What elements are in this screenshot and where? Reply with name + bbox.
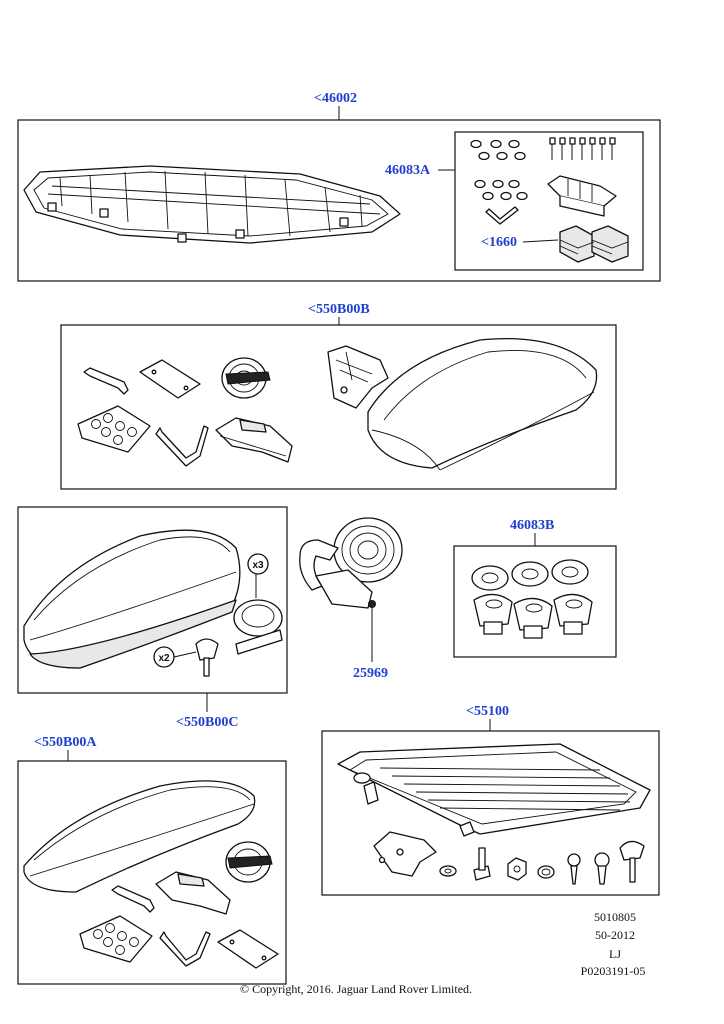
roof-box-icon [23, 529, 241, 669]
frame-roof-basket [321, 730, 660, 896]
frame-roof-rack [17, 119, 661, 282]
roof-box-icon [23, 780, 256, 893]
quick-clamp-icon [471, 559, 593, 639]
callout-roof-rack[interactable]: <46002 [314, 91, 357, 106]
reference-block: 5010805 50-2012 LJ P0203191-05 [581, 910, 646, 978]
clamp-bracket-icon [547, 175, 617, 217]
frame-rack-kit [454, 131, 644, 271]
knob-icon [619, 840, 645, 883]
roof-rack-illustration [23, 165, 401, 244]
nut-icon [507, 857, 527, 881]
screw-icon [567, 853, 581, 885]
callout-strap[interactable]: 25969 [353, 666, 388, 681]
callout-roof-basket[interactable]: <55100 [466, 704, 509, 719]
group-strap: 25969 [299, 517, 403, 681]
callout-clamp-set[interactable]: 46083B [510, 518, 554, 533]
callout-rack-kit[interactable]: 46083A [385, 163, 431, 178]
washer-icon [537, 865, 555, 879]
clamp-lever-icon [155, 871, 231, 915]
washer-icon [470, 139, 528, 201]
plate-icon [217, 929, 279, 969]
u-bolt-icon [159, 931, 211, 967]
group-roof-box-a: <550B00A [17, 735, 287, 985]
allen-key-icon [485, 206, 519, 225]
strap-roll-icon [221, 357, 271, 399]
foam-sheet-icon [79, 915, 153, 963]
screw-icon [594, 852, 610, 885]
qty-keys: x2 [158, 653, 170, 664]
rack-kit-hardware: <1660 [470, 137, 629, 263]
group-roof-rack: <46002 46083A [17, 91, 661, 282]
copyright: © Copyright, 2016. Jaguar Land Rover Lim… [240, 982, 472, 996]
mounting-bracket-icon [327, 345, 389, 409]
washer-icon [439, 865, 457, 877]
group-roof-box-b: <550B00B [60, 302, 617, 490]
group-roof-basket: <55100 [321, 704, 660, 896]
ratchet-strap-icon [299, 517, 403, 609]
ref-line-1: 5010805 [594, 910, 636, 924]
frame-roof-box-a [17, 760, 287, 985]
ref-line-3: LJ [609, 947, 621, 961]
handle-icon [111, 885, 155, 913]
strap-roll-icon [225, 841, 273, 883]
t-bolt-icon [473, 847, 491, 881]
strap-roll-icon [233, 599, 283, 655]
key-icon [195, 638, 219, 677]
frame-clamp-set [453, 545, 617, 658]
rubber-pad-icon [559, 225, 629, 263]
plate-icon [139, 359, 201, 399]
ref-line-4: P0203191-05 [581, 964, 646, 978]
frame-roof-box-c [17, 506, 288, 694]
group-roof-box-c: x3 x2 <550B00C [17, 506, 288, 730]
foam-sheet-icon [77, 405, 151, 453]
u-bolt-icon [155, 425, 209, 467]
bracket-icon [373, 831, 437, 877]
roof-box-icon [367, 337, 598, 471]
ref-line-2: 50-2012 [595, 928, 635, 942]
roof-basket-icon [337, 743, 651, 837]
bolt-icon [549, 137, 616, 160]
callout-roof-box-c[interactable]: <550B00C [176, 715, 238, 730]
callout-rack-pads[interactable]: <1660 [481, 235, 517, 250]
callout-roof-box-a[interactable]: <550B00A [34, 735, 97, 750]
qty-straps: x3 [252, 560, 264, 571]
group-clamp-set: 46083B [453, 518, 617, 658]
clamp-lever-icon [215, 417, 293, 463]
callout-roof-box-b[interactable]: <550B00B [308, 302, 370, 317]
frame-roof-box-b [60, 324, 617, 490]
handle-icon [83, 367, 129, 395]
